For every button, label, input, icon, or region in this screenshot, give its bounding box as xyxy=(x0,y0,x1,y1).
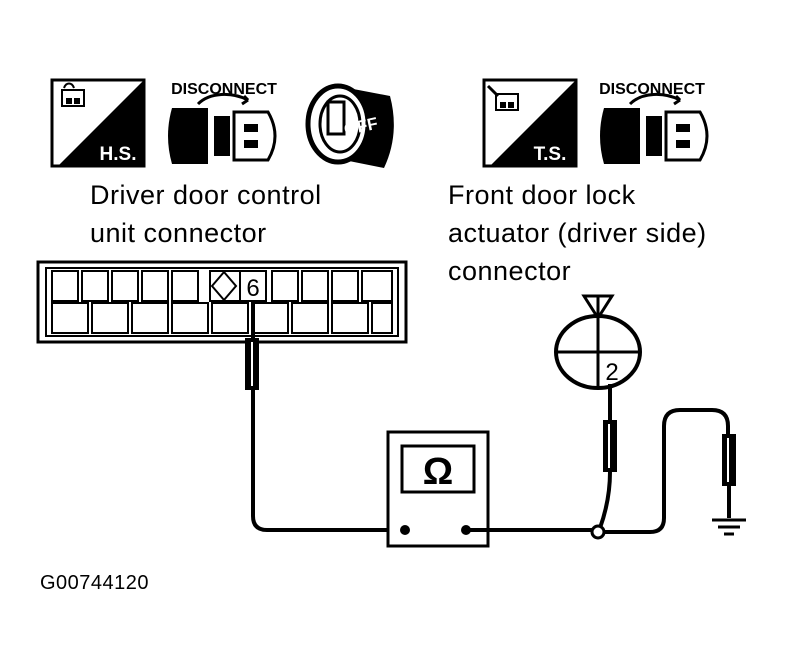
driver-connector-label-line2: unit connector xyxy=(90,218,267,248)
actuator-connector-label-line1: Front door lock xyxy=(448,180,636,210)
disconnect-connector-icon-right: DISCONNECT xyxy=(599,81,709,164)
disconnect-label-left: DISCONNECT xyxy=(171,81,277,98)
ohm-symbol: Ω xyxy=(423,451,453,493)
junction-point xyxy=(590,524,606,540)
ts-test-sign-icon: T.S. xyxy=(482,78,578,168)
probe-lead-terminal-2 xyxy=(598,384,617,529)
ground-lead xyxy=(466,408,736,540)
driver-door-control-unit-connector: 6 xyxy=(36,260,408,344)
ignition-key-off-icon: OFF xyxy=(305,83,394,168)
actuator-connector-label-line3: connector xyxy=(448,256,572,286)
front-door-lock-actuator-connector: 2 xyxy=(554,294,642,390)
hs-badge-text: H.S. xyxy=(100,144,137,165)
ohmmeter: Ω xyxy=(386,430,490,548)
figure-id: G00744120 xyxy=(40,572,150,594)
terminal-2-label: 2 xyxy=(605,359,618,386)
ts-badge-text: T.S. xyxy=(534,144,567,165)
disconnect-connector-icon: DISCONNECT xyxy=(168,81,277,164)
terminal-6-label: 6 xyxy=(246,275,259,302)
actuator-connector-label-line2: actuator (driver side) xyxy=(448,218,707,248)
ground-symbol-icon xyxy=(712,518,746,536)
driver-connector-label-line1: Driver door control xyxy=(90,180,322,210)
hs-harness-sign-icon: H.S. xyxy=(50,78,146,168)
disconnect-label-right: DISCONNECT xyxy=(599,81,705,98)
probe-lead-terminal-6 xyxy=(245,300,405,532)
